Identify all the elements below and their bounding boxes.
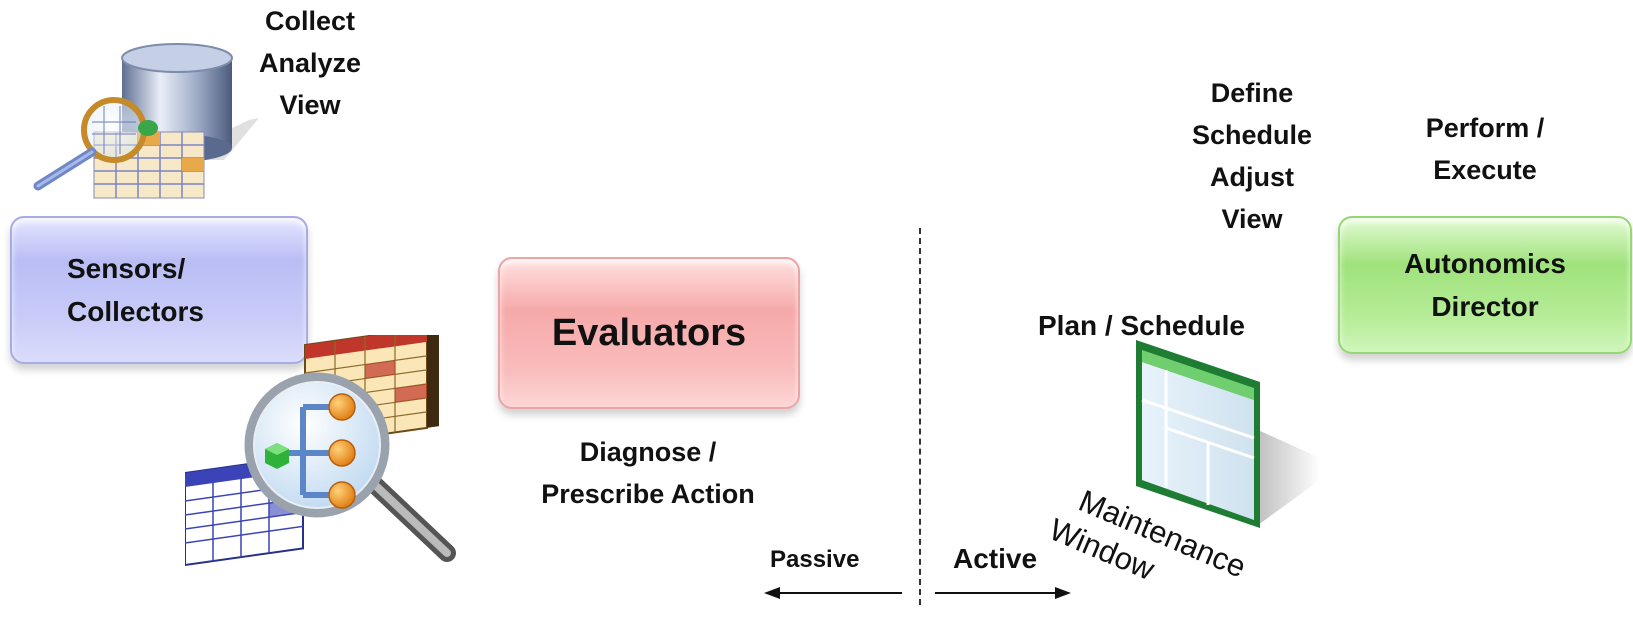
perform-execute-label: Perform / Execute bbox=[1400, 107, 1570, 191]
view-text: View bbox=[279, 90, 341, 120]
perform-text: Perform / bbox=[1425, 113, 1545, 143]
evaluators-box: Evaluators bbox=[498, 257, 800, 409]
sensors-collectors-box: Sensors/ Collectors bbox=[10, 216, 308, 364]
execute-text: Execute bbox=[1433, 155, 1537, 185]
evaluators-text: Evaluators bbox=[551, 311, 747, 354]
passive-arrow bbox=[764, 587, 902, 599]
passive-active-divider bbox=[919, 228, 921, 605]
diagnose-text: Diagnose / bbox=[579, 437, 717, 467]
active-arrow bbox=[935, 587, 1071, 599]
collect-text: Collect bbox=[264, 6, 356, 36]
autonomics-director-box: Autonomics Director bbox=[1338, 216, 1632, 354]
view-text: View bbox=[1221, 204, 1283, 234]
collect-analyze-view-label: Collect Analyze View bbox=[250, 0, 370, 126]
prescribe-action-text: Prescribe Action bbox=[541, 479, 755, 509]
collectors-text: Collectors bbox=[67, 296, 204, 327]
active-label: Active bbox=[953, 543, 1038, 574]
director-text: Director bbox=[1431, 291, 1539, 322]
plan-schedule-label: Plan / Schedule bbox=[1038, 310, 1245, 341]
schedule-text: Schedule bbox=[1191, 120, 1313, 150]
define-schedule-label: Define Schedule Adjust View bbox=[1182, 72, 1322, 240]
database-analyze-icon bbox=[33, 43, 259, 199]
sensors-text: Sensors/ bbox=[67, 253, 186, 284]
define-text: Define bbox=[1210, 78, 1294, 108]
passive-label: Passive bbox=[770, 546, 860, 573]
data-explore-icon bbox=[185, 335, 456, 567]
analyze-text: Analyze bbox=[258, 48, 362, 78]
autonomics-text: Autonomics bbox=[1404, 248, 1566, 279]
adjust-text: Adjust bbox=[1210, 162, 1294, 192]
schedule-window-icon bbox=[1136, 340, 1318, 528]
diagnose-label: Diagnose / Prescribe Action bbox=[520, 431, 776, 515]
